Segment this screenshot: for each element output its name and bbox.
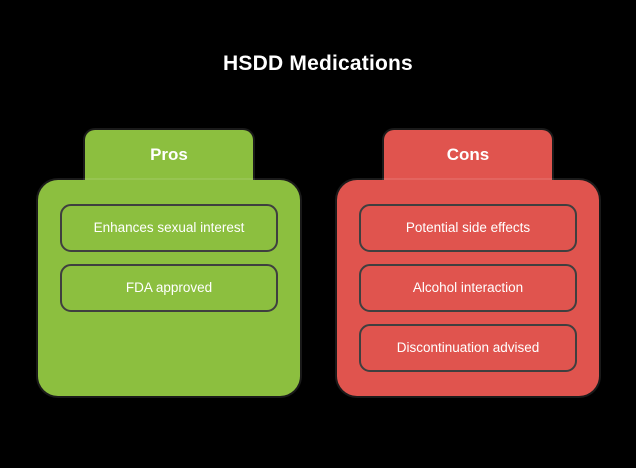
columns-container: Pros Enhances sexual interest FDA approv… (0, 130, 636, 400)
list-item[interactable]: Discontinuation advised (359, 324, 577, 372)
list-item-label: FDA approved (125, 279, 213, 295)
column-body-cons: Potential side effects Alcohol interacti… (337, 180, 599, 396)
list-item[interactable]: Alcohol interaction (359, 264, 577, 312)
list-item[interactable]: Enhances sexual interest (60, 204, 278, 252)
column-header-cons: Cons (384, 130, 552, 184)
column-header-pros: Pros (85, 130, 253, 184)
page-title: HSDD Medications (223, 52, 413, 75)
column-cons: Cons Potential side effects Alcohol inte… (337, 130, 599, 396)
list-item-label: Potential side effects (405, 219, 531, 235)
column-pros: Pros Enhances sexual interest FDA approv… (38, 130, 300, 396)
column-header-label-cons: Cons (446, 144, 490, 164)
column-body-pros: Enhances sexual interest FDA approved (38, 180, 300, 396)
list-item-label: Alcohol interaction (412, 279, 524, 295)
list-item[interactable]: FDA approved (60, 264, 278, 312)
list-item[interactable]: Potential side effects (359, 204, 577, 252)
list-item-label: Enhances sexual interest (93, 219, 245, 235)
column-header-label-pros: Pros (150, 144, 188, 164)
list-item-label: Discontinuation advised (396, 339, 540, 355)
